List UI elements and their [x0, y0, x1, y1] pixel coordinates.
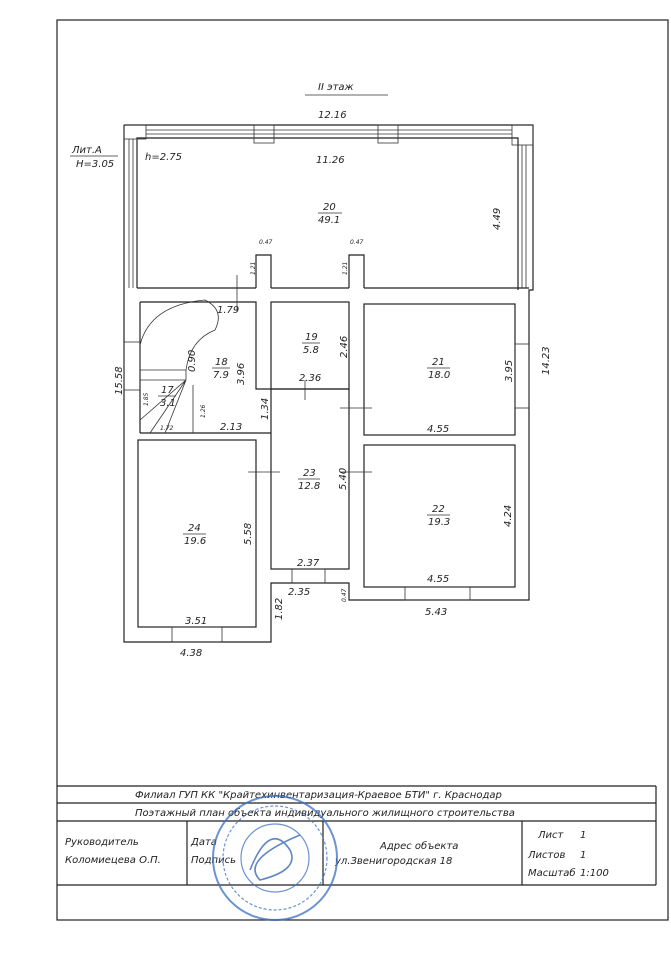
dim-r22-w: 4.55 [427, 574, 449, 585]
address-label: Адрес объекта [379, 840, 458, 852]
svg-text:20: 20 [323, 202, 336, 213]
dim-stub1-h: 1.21 [250, 262, 257, 275]
official-stamp [212, 795, 338, 921]
dim-step-h: 1.82 [274, 598, 285, 620]
address: ул.Звенигородская 18 [334, 856, 452, 867]
signature [249, 834, 301, 881]
svg-text:49.1: 49.1 [318, 215, 340, 226]
dim-r17-h: 1.85 [143, 392, 150, 406]
dim-top-inner: 11.26 [316, 155, 345, 166]
height-total: H=3.05 [76, 159, 114, 170]
dim-left-total: 15.58 [114, 366, 125, 395]
dim-r19-h: 2.46 [339, 336, 350, 358]
dim-stub2-h: 1.21 [342, 262, 349, 275]
svg-text:5.8: 5.8 [303, 345, 319, 356]
svg-text:3.1: 3.1 [160, 398, 176, 409]
litera-label: Лит.А [71, 145, 102, 156]
date-label: Дата [190, 837, 217, 848]
dim-top-outer: 12.16 [318, 110, 347, 121]
svg-text:7.9: 7.9 [213, 370, 229, 381]
dim-r24-h: 5.58 [243, 523, 254, 545]
dim-stub2-w: 0.47 [350, 239, 364, 246]
head-role: Руководитель [65, 837, 139, 848]
svg-text:17: 17 [161, 385, 174, 396]
svg-text:19: 19 [305, 332, 318, 343]
floor-title: II этаж [318, 82, 354, 93]
svg-text:19.3: 19.3 [428, 517, 450, 528]
dim-stair-gap: 0.90 [187, 350, 198, 372]
dim-r22-h: 4.24 [503, 505, 514, 527]
dim-corr-upper: 1.34 [260, 398, 271, 420]
dim-left-bottom: 4.38 [180, 648, 202, 659]
dim-right-bottom: 5.43 [425, 607, 447, 618]
room-23: 23 12.8 [298, 468, 320, 492]
svg-text:18: 18 [215, 357, 228, 368]
dim-niche-d: 0.47 [341, 588, 348, 602]
room-19: 195.8 [302, 332, 320, 356]
svg-text:21: 21 [432, 357, 445, 368]
dim-r19-w: 2.36 [299, 373, 321, 384]
room-21: 21 18.0 [427, 357, 450, 381]
room-22: 22 19.3 [427, 504, 450, 528]
dim-r18-h: 3.96 [236, 363, 247, 385]
dim-r21-w: 4.55 [427, 424, 449, 435]
dim-r24-w: 3.51 [185, 616, 207, 627]
svg-text:24: 24 [188, 523, 201, 534]
sheets-label: Листов [527, 850, 565, 861]
dim-niche-w: 2.35 [288, 587, 310, 598]
dim-r23-h: 5.40 [338, 468, 349, 490]
svg-text:23: 23 [303, 468, 316, 479]
sheet-number: 1 [580, 830, 586, 841]
svg-text:12.8: 12.8 [298, 481, 320, 492]
room-24: 24 19.6 [183, 523, 206, 547]
room-18: 187.9 [212, 357, 230, 381]
head-name: Коломиецева О.П. [65, 855, 161, 866]
sheet-label: Лист [537, 830, 565, 841]
org-name: Филиал ГУП КК "Крайтехинвентаризация-Кра… [135, 790, 502, 801]
room-20: 20 49.1 [318, 202, 342, 226]
dim-r20-height: 4.49 [492, 208, 503, 230]
doc-title: Поэтажный план объекта индивидуального ж… [135, 807, 515, 819]
dimensions: 12.16 h=2.75 11.26 4.49 0.47 0.47 1.21 1… [114, 110, 552, 659]
scale-value: 1:100 [580, 868, 609, 879]
dim-r17-side: 1.26 [200, 404, 207, 418]
dim-stair-w: 1.79 [217, 305, 239, 316]
svg-text:22: 22 [432, 504, 445, 515]
dim-right-total: 14.23 [541, 346, 552, 375]
dim-r18-w: 2.13 [220, 422, 242, 433]
dim-stub1-w: 0.47 [259, 239, 273, 246]
room-17: 173.1 [158, 385, 176, 409]
staircase [139, 299, 219, 434]
title-block: Филиал ГУП КК "Крайтехинвентаризация-Кра… [57, 785, 657, 886]
height-room: h=2.75 [145, 152, 182, 163]
sheet-frame [56, 19, 669, 921]
dim-r23-w: 2.37 [297, 558, 320, 569]
dim-r17-w: 1.72 [160, 425, 174, 432]
sheets-count: 1 [580, 850, 586, 861]
dim-r21-h: 3.95 [504, 360, 515, 382]
svg-text:18.0: 18.0 [428, 370, 450, 381]
scale-label: Масштаб [528, 867, 576, 879]
walls [123, 124, 534, 643]
svg-text:19.6: 19.6 [184, 536, 206, 547]
